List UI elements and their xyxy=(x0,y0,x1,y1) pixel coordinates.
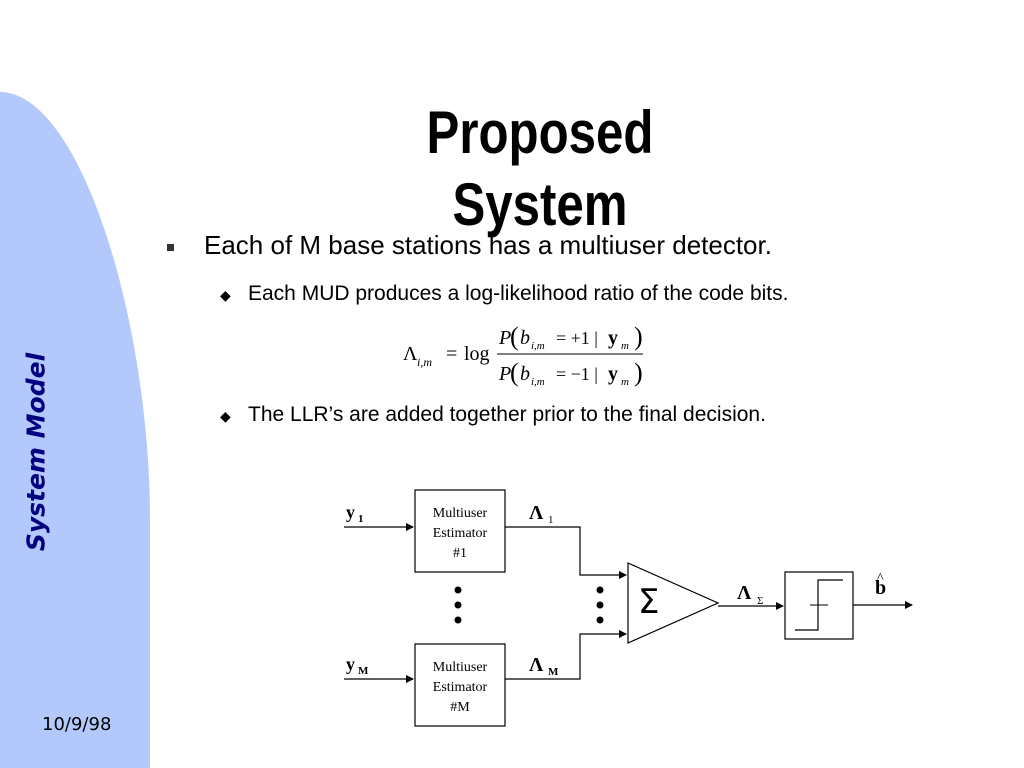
num-b-sub: i,m xyxy=(531,340,545,352)
bullet-main-text: Each of M base stations has a multiuser … xyxy=(204,230,772,260)
num-close-paren: ) xyxy=(634,322,643,351)
input-y1-sub: 1 xyxy=(358,513,364,525)
formula-lambda-sub: i,m xyxy=(417,355,432,369)
input-y1: y xyxy=(346,502,355,522)
den-b: b xyxy=(520,363,530,385)
num-open-paren: ( xyxy=(510,322,519,351)
llr-label-bottom-sub: M xyxy=(548,666,559,678)
input-yM: y xyxy=(346,654,355,674)
den-P: P xyxy=(498,363,511,385)
estimator-M-line-2: Estimator xyxy=(433,680,488,695)
llr-label-top: Λ xyxy=(529,502,544,524)
den-y: y xyxy=(608,363,618,385)
formula-lambda: Λ xyxy=(403,343,418,365)
den-b-sub: i,m xyxy=(531,376,545,388)
ellipsis-dots-right xyxy=(596,586,604,624)
llr-label-bottom: Λ xyxy=(529,654,544,676)
llr-formula: Λ i,m = log P ( b i,m = +1 | y m ) P ( b… xyxy=(403,322,643,388)
sum-output-label-sub: Σ xyxy=(757,595,763,607)
llr-path-top xyxy=(505,526,627,579)
estimator-1-line-2: Estimator xyxy=(433,526,488,541)
estimator-box-M xyxy=(414,643,506,727)
system-block-diagram: y 1 y M Multiuser Estimator #1 Multiuser… xyxy=(344,489,913,727)
ellipsis-dots-left xyxy=(454,586,462,624)
summer-block xyxy=(627,562,720,644)
square-bullet-icon xyxy=(167,244,174,251)
estimator-M-line-1: Multiuser xyxy=(433,660,488,675)
formula-equals: = xyxy=(446,343,457,365)
bullet-sub-1-text: Each MUD produces a log-likelihood ratio… xyxy=(248,282,789,305)
estimator-1-line-3: #1 xyxy=(453,546,467,561)
sum-output-label: Λ xyxy=(737,582,752,604)
llr-label-top-sub: 1 xyxy=(548,514,554,526)
sidebar-background xyxy=(0,92,150,768)
num-y: y xyxy=(608,327,618,349)
sidebar-section-label: System Model xyxy=(21,352,51,552)
estimator-M-line-3: #M xyxy=(450,700,470,715)
num-condition: = +1 | xyxy=(556,328,598,348)
input-yM-sub: M xyxy=(358,665,369,677)
output-bhat: b xyxy=(875,577,886,599)
diamond-bullet-icon: ◆ xyxy=(220,408,231,424)
num-P: P xyxy=(498,327,511,349)
diamond-bullet-icon: ◆ xyxy=(220,287,231,303)
num-y-sub: m xyxy=(621,340,629,352)
estimator-box-1 xyxy=(414,489,506,573)
output-hat: ^ xyxy=(877,571,884,586)
llr-path-bottom xyxy=(505,630,627,680)
slide-date: 10/9/98 xyxy=(42,714,112,735)
den-condition: = −1 | xyxy=(556,364,598,384)
den-open-paren: ( xyxy=(510,358,519,387)
estimator-1-line-1: Multiuser xyxy=(433,506,488,521)
den-y-sub: m xyxy=(621,376,629,388)
formula-log: log xyxy=(464,343,490,365)
den-close-paren: ) xyxy=(634,358,643,387)
summation-symbol: Σ xyxy=(638,582,659,622)
slide-title: Proposed System xyxy=(426,99,654,238)
num-b: b xyxy=(520,327,530,349)
bullet-sub-2-text: The LLR’s are added together prior to th… xyxy=(248,403,766,426)
